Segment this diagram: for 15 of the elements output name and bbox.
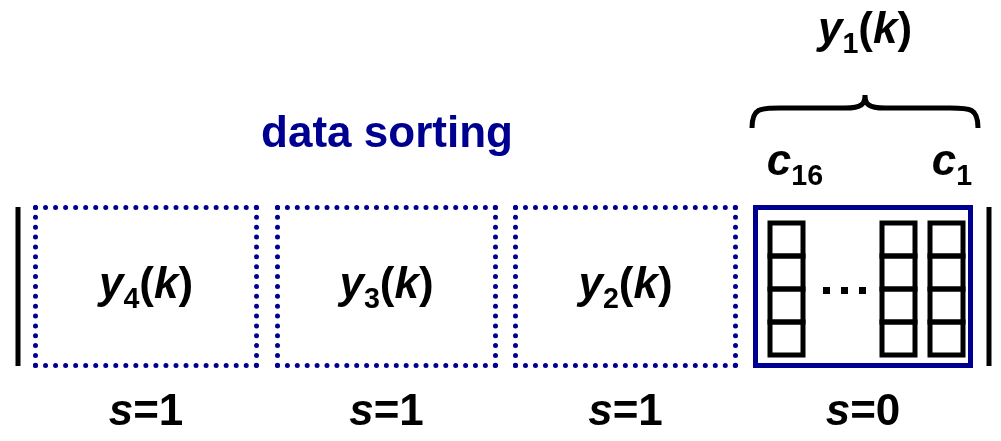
state-label: s=1 bbox=[349, 388, 424, 432]
dotted-box bbox=[513, 205, 738, 368]
signal-label: y$_{4}$(k) bbox=[98, 260, 194, 313]
section-title: data sorting bbox=[261, 110, 513, 154]
column-label: c$_{1}$ bbox=[931, 138, 973, 190]
column-label: c$_{16}$ bbox=[766, 138, 824, 190]
signal-label: y$_{3}$(k) bbox=[339, 260, 434, 313]
register-box bbox=[753, 205, 973, 368]
signal-label: y$_{2}$(k) bbox=[578, 260, 673, 313]
signal-label: y$_{1}$(k) bbox=[817, 6, 913, 58]
dotted-box bbox=[33, 205, 259, 368]
state-label: s=0 bbox=[825, 388, 901, 432]
state-label: s=1 bbox=[108, 388, 184, 432]
dotted-box bbox=[275, 205, 498, 368]
state-label: s=1 bbox=[588, 388, 663, 432]
